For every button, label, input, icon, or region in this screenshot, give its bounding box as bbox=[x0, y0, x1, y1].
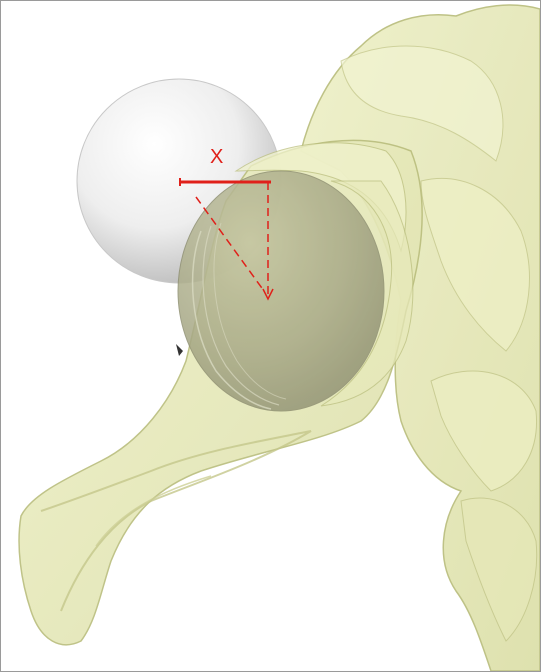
edge-mark bbox=[176, 344, 183, 356]
measurement-label-x: X bbox=[210, 147, 223, 167]
acetabular-cup bbox=[178, 171, 384, 411]
